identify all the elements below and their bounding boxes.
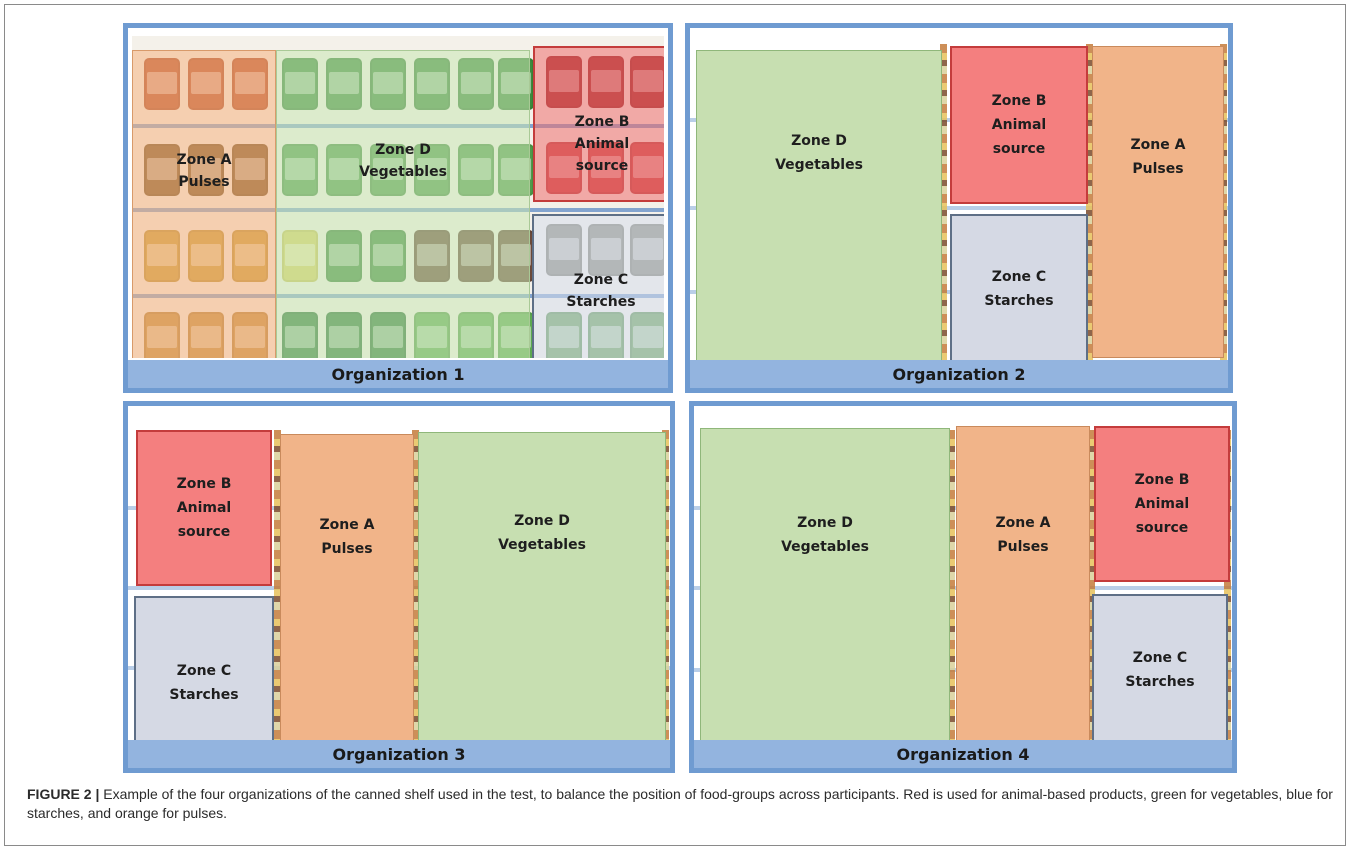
product-edge-strip [1086, 44, 1093, 362]
zone-a-pulses: Zone A Pulses [132, 50, 276, 358]
zone-label: Zone D Vegetables [775, 133, 863, 173]
zone-b-animal-source: Zone B Animal source [1094, 426, 1230, 582]
figure-caption-text: Example of the four organizations of the… [27, 786, 1333, 821]
product-edge-strip [940, 44, 947, 362]
zone-d-vegetables: Zone D Vegetables [276, 50, 530, 358]
product-edge-strip [274, 430, 281, 744]
panel-organization-4: Zone D Vegetables Zone A Pulses Zone B A… [689, 401, 1237, 773]
zone-label: Zone A Pulses [1130, 137, 1186, 177]
zone-c-starches: Zone C Starches [532, 214, 664, 358]
figure-frame: Zone A Pulses Zone D Vegetables Zone B A… [4, 4, 1346, 846]
panel-organization-2: Zone D Vegetables Zone B Animal source Z… [685, 23, 1233, 393]
canned-shelf-photo: Zone A Pulses Zone D Vegetables Zone B A… [132, 36, 664, 358]
zone-label: Zone B Animal source [991, 93, 1047, 157]
panel-title: Organization 4 [694, 740, 1232, 768]
zone-label: Zone B Animal source [574, 114, 630, 174]
product-edge-strip [1088, 430, 1095, 746]
zone-b-animal-source: Zone B Animal source [950, 46, 1088, 204]
zone-label: Zone D Vegetables [781, 515, 869, 555]
zone-b-animal-source: Zone B Animal source [533, 46, 664, 202]
zone-d-vegetables: Zone D Vegetables [696, 50, 942, 364]
zone-label: Zone C Starches [566, 272, 636, 310]
zone-label: Zone A Pulses [176, 152, 232, 190]
panel-title: Organization 1 [128, 360, 668, 388]
zone-a-pulses: Zone A Pulses [1092, 46, 1224, 358]
zone-a-pulses: Zone A Pulses [280, 434, 414, 748]
product-edge-strip [412, 430, 419, 744]
figure-label: FIGURE 2 | [27, 786, 100, 802]
zone-label: Zone D Vegetables [498, 513, 586, 553]
zone-d-vegetables: Zone D Vegetables [700, 428, 950, 746]
zone-label: Zone D Vegetables [359, 142, 447, 180]
zone-c-starches: Zone C Starches [134, 596, 274, 750]
zone-b-animal-source: Zone B Animal source [136, 430, 272, 586]
zone-label: Zone C Starches [169, 663, 239, 703]
panel-organization-3: Zone B Animal source Zone C Starches Zon… [123, 401, 675, 773]
panel-title: Organization 2 [690, 360, 1228, 388]
zone-label: Zone A Pulses [319, 517, 375, 557]
zone-c-starches: Zone C Starches [1092, 594, 1228, 746]
product-edge-strip [1224, 430, 1231, 746]
zone-label: Zone C Starches [984, 269, 1054, 309]
product-edge-strip [948, 430, 955, 746]
figure-caption: FIGURE 2 | Example of the four organizat… [27, 785, 1337, 823]
panel-title: Organization 3 [128, 740, 670, 768]
zone-label: Zone B Animal source [1134, 472, 1190, 536]
zone-a-pulses: Zone A Pulses [956, 426, 1090, 746]
zone-d-vegetables: Zone D Vegetables [418, 432, 666, 744]
shelf-line [690, 206, 1228, 210]
zone-c-starches: Zone C Starches [950, 214, 1088, 364]
zone-label: Zone B Animal source [176, 476, 232, 540]
zone-label: Zone A Pulses [995, 515, 1051, 555]
zone-label: Zone C Starches [1125, 650, 1195, 690]
panel-organization-1: Zone A Pulses Zone D Vegetables Zone B A… [123, 23, 673, 393]
